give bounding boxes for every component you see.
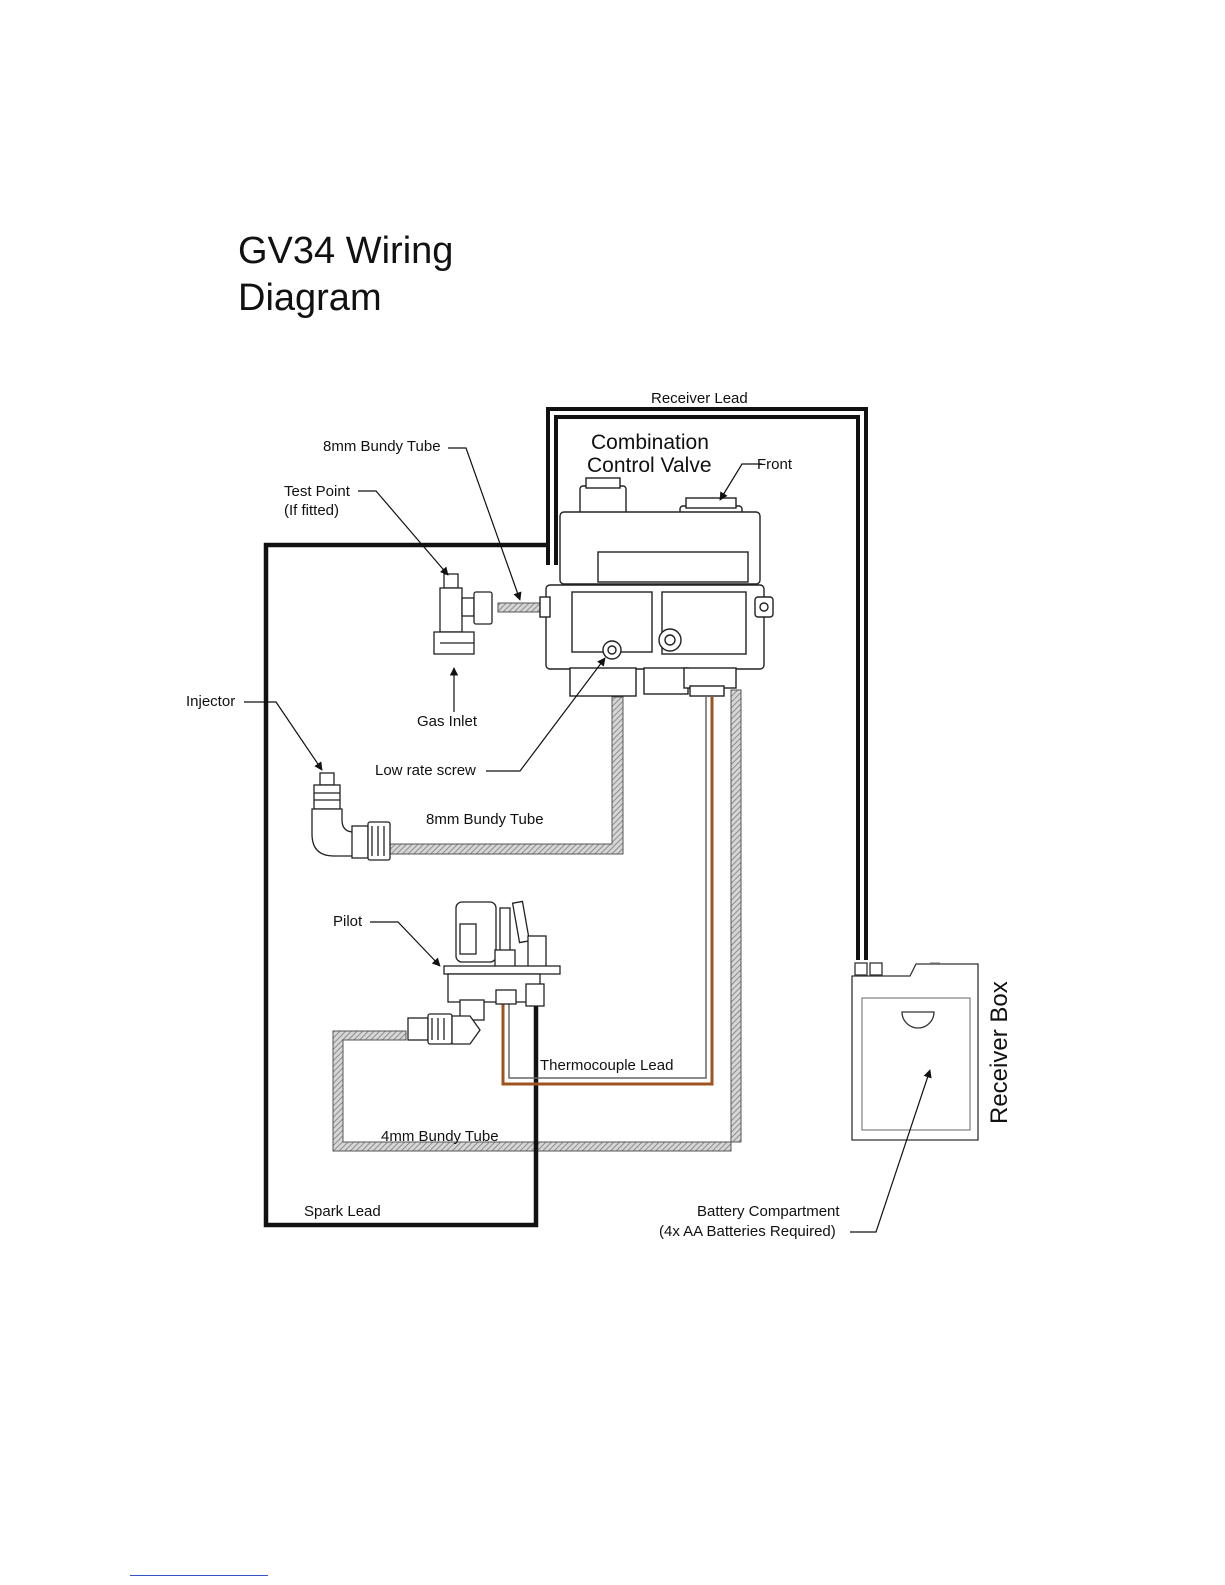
bundy-tube-4mm-label: 4mm Bundy Tube <box>381 1128 499 1145</box>
combination-valve-label-line1: Combination <box>591 431 709 454</box>
gas-inlet-label: Gas Inlet <box>417 713 478 730</box>
combination-control-valve <box>540 478 773 696</box>
footer-rule <box>130 1575 268 1576</box>
combination-valve-label-line2: Control Valve <box>587 454 712 477</box>
test-point-label-line1: Test Point <box>284 483 351 500</box>
low-rate-screw-label: Low rate screw <box>375 762 476 779</box>
injector-assembly <box>312 773 390 860</box>
receiver-lead-label: Receiver Lead <box>651 390 748 407</box>
spark-lead-label: Spark Lead <box>304 1203 381 1220</box>
battery-compartment-label-line2: (4x AA Batteries Required) <box>659 1223 836 1240</box>
bundy-tube-mid-label: 8mm Bundy Tube <box>426 811 544 828</box>
bundy-tube-top-label: 8mm Bundy Tube <box>323 438 441 455</box>
test-point-label-line2: (If fitted) <box>284 502 339 519</box>
receiver-box-label: Receiver Box <box>986 981 1013 1124</box>
thermocouple-lead-label: Thermocouple Lead <box>540 1057 673 1074</box>
test-point-fitting <box>434 574 492 654</box>
battery-compartment-label-line1: Battery Compartment <box>697 1203 840 1220</box>
pilot-label: Pilot <box>333 913 363 930</box>
front-label: Front <box>757 456 793 473</box>
injector-label: Injector <box>186 693 235 710</box>
spark-lead <box>266 545 548 1225</box>
